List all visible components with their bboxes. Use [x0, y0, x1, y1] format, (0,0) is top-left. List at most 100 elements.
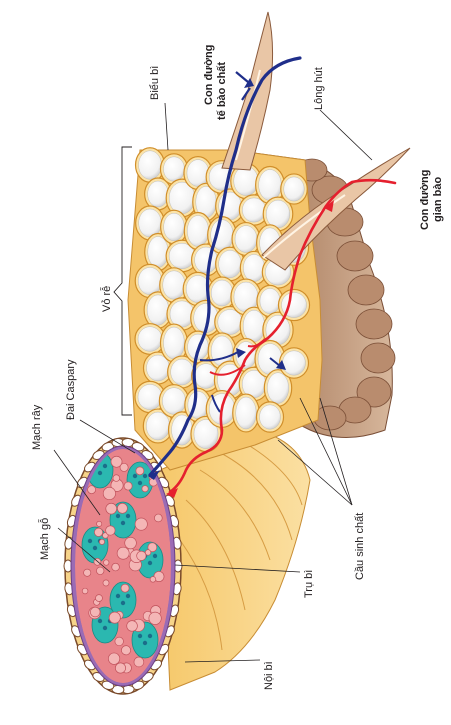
- phloem-cell: [137, 633, 143, 639]
- phloem-cell: [147, 560, 153, 566]
- cell-vacuole: [235, 396, 257, 430]
- xylem-cell: [120, 583, 130, 593]
- label-bieu-bi: Biểu bì: [149, 66, 161, 100]
- xylem-cell: [96, 566, 105, 575]
- xylem-cell: [96, 520, 103, 527]
- leader-noi-bi: [184, 659, 261, 663]
- xylem-cell: [141, 485, 149, 493]
- cell-vacuole: [138, 150, 162, 180]
- xylem-cell: [136, 550, 147, 561]
- cell-vacuole: [242, 197, 266, 223]
- xylem-cell: [147, 542, 158, 553]
- phloem-cell: [115, 513, 121, 519]
- cell-vacuole: [210, 279, 234, 307]
- phloem-cell: [120, 520, 126, 526]
- leader-cau-sinh-chat-2: [319, 397, 353, 506]
- xylem-cell: [110, 455, 123, 468]
- cell-vacuole: [243, 254, 265, 282]
- xylem-cell: [98, 538, 105, 545]
- leader-lines: [53, 102, 373, 663]
- cell-vacuole: [147, 180, 169, 208]
- phloem-cell: [102, 625, 108, 631]
- cell-vacuole: [138, 208, 162, 238]
- xylem-cell: [102, 579, 110, 587]
- phloem-cell: [147, 633, 153, 639]
- label-symplast-2: tế bào chất: [216, 62, 228, 120]
- xylem-cell: [133, 656, 145, 668]
- phloem-patches: [81, 451, 164, 659]
- xylem-cell: [102, 532, 109, 539]
- labels: Biểu bì Con đường tế bào chất Lông hút C…: [31, 45, 444, 690]
- cell-vacuole: [163, 326, 185, 360]
- leader-bieu-bi: [164, 102, 169, 151]
- phloem-cell: [142, 473, 148, 479]
- phloem-cell: [87, 538, 93, 544]
- label-long-hut: Lông hút: [313, 67, 325, 110]
- phloem-patch: [109, 581, 137, 619]
- phloem-cell: [115, 593, 121, 599]
- phloem-cell: [137, 480, 143, 486]
- cell-vacuole: [282, 350, 306, 376]
- cell-vacuole: [267, 372, 289, 404]
- symplast-arrow-branch: [236, 348, 246, 358]
- cell-vacuole: [162, 387, 186, 415]
- cell-vacuole: [162, 270, 186, 300]
- phloem-cell: [97, 618, 103, 624]
- cell-vacuole: [187, 215, 209, 247]
- cell-vacuole: [169, 300, 195, 328]
- label-symplast-1: Con đường: [203, 45, 215, 105]
- cell-vacuole: [193, 419, 219, 449]
- leader-dai-caspary: [79, 419, 136, 454]
- symplast-path: [148, 56, 302, 480]
- xylem-cell: [149, 576, 157, 583]
- xylem-cell: [83, 568, 92, 577]
- cell-vacuole: [265, 199, 291, 229]
- cell-vacuole: [170, 358, 194, 386]
- symplast-line: [148, 56, 302, 477]
- label-vo-re: Vỏ rễ: [100, 286, 113, 312]
- xylem-cell: [121, 645, 131, 656]
- label-dai-caspary: Đai Caspary: [65, 359, 77, 420]
- xylem-cell: [124, 536, 137, 550]
- xylem-cell: [105, 525, 116, 536]
- xylem-cell: [102, 486, 116, 500]
- cell-vacuole: [147, 236, 169, 268]
- phloem-cell: [125, 593, 131, 599]
- phloem-cell: [120, 600, 126, 606]
- stele-cross-section: [63, 437, 183, 695]
- cell-vacuole: [218, 249, 242, 279]
- symplast-arrow-end: [148, 470, 160, 480]
- cell-vacuole: [137, 326, 163, 352]
- xylem-cell: [112, 474, 121, 482]
- xylem-cell: [135, 466, 145, 476]
- xylem-cell: [114, 636, 124, 647]
- xylem-cell: [105, 502, 118, 515]
- cell-vacuole: [186, 159, 210, 187]
- cell-vacuole: [146, 411, 170, 441]
- cell-vacuole: [283, 176, 305, 202]
- xylem-cell: [95, 594, 103, 602]
- phloem-cell: [132, 473, 138, 479]
- phloem-cell: [125, 513, 131, 519]
- xylem-cell: [154, 513, 163, 523]
- phloem-cell: [152, 553, 158, 559]
- xylem-cell: [126, 620, 138, 632]
- leader-tru-bi: [174, 564, 301, 573]
- xylem-cell: [111, 562, 120, 572]
- label-tru-bi: Trụ bì: [303, 570, 315, 598]
- xylem-cells: [81, 455, 165, 674]
- root-tube-extension: [159, 429, 311, 691]
- apoplast-line: [168, 178, 397, 494]
- label-mach-ray: Mạch rây: [31, 404, 43, 450]
- label-apoplast-2: gian bào: [432, 176, 444, 222]
- leader-long-hut: [319, 109, 373, 161]
- cell-vacuole: [233, 166, 259, 196]
- xylem-cell: [134, 517, 148, 531]
- apoplast-arrow-end: [166, 488, 178, 498]
- xylem-cell: [107, 652, 121, 665]
- phloem-cell: [102, 463, 108, 469]
- xylem-cell: [117, 502, 128, 514]
- label-noi-bi: Nội bì: [263, 661, 275, 690]
